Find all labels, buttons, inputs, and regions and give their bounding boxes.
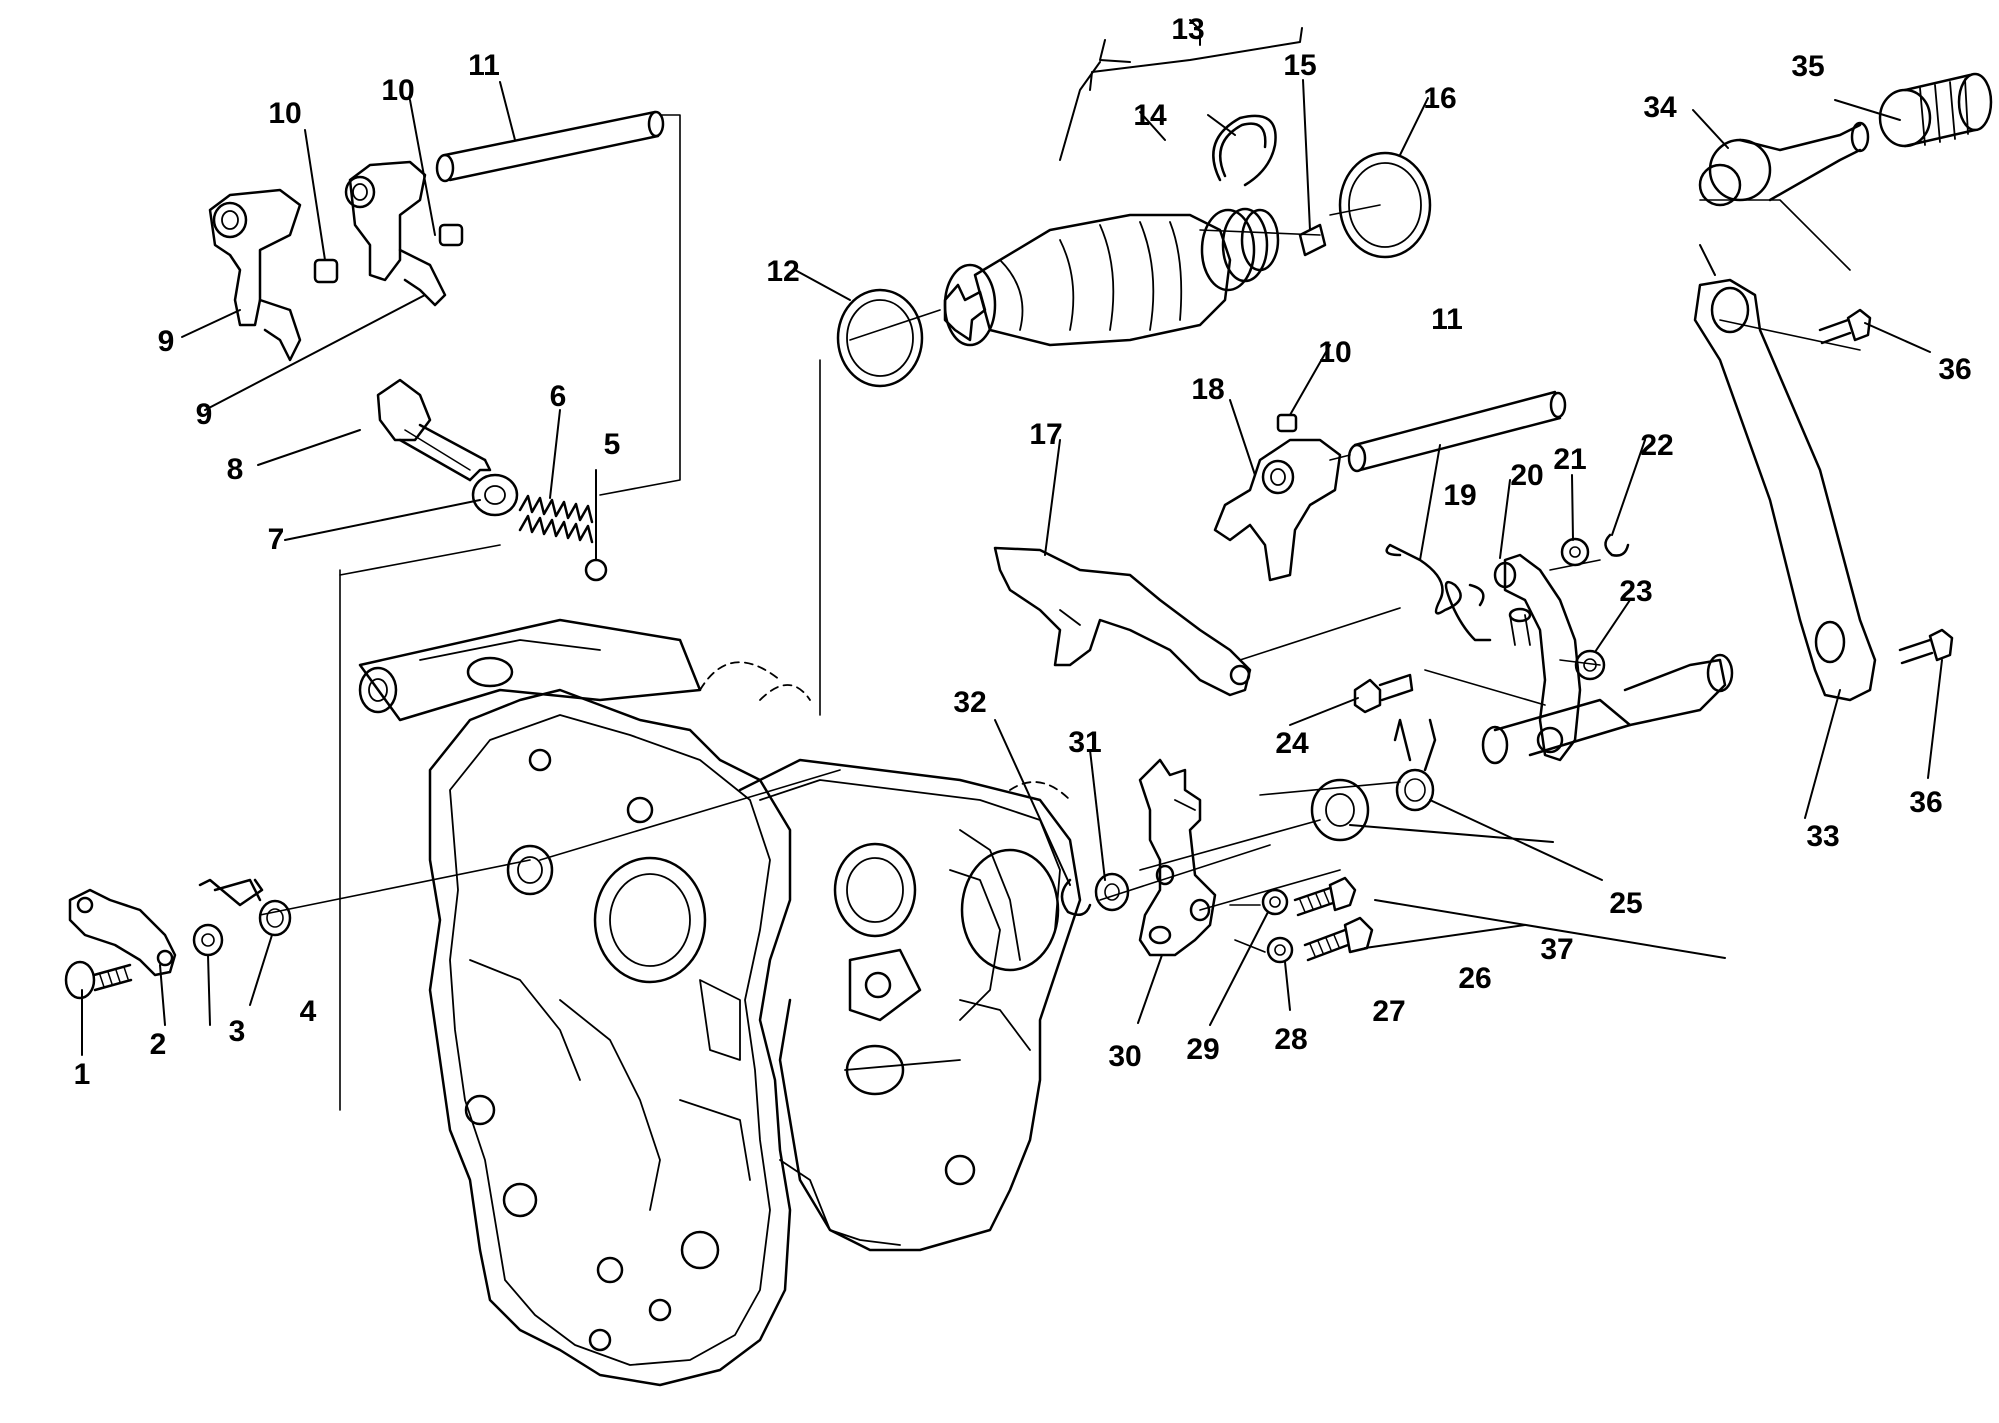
callout-4: 4 bbox=[299, 995, 317, 1028]
callout-20: 20 bbox=[1510, 459, 1544, 492]
detent-plug bbox=[376, 378, 492, 482]
stopper-plate-17 bbox=[993, 546, 1252, 697]
crankcase-left-half bbox=[428, 688, 792, 1387]
callout-11a: 11 bbox=[468, 49, 500, 82]
callout-36b: 36 bbox=[1909, 786, 1943, 819]
shift-lever-33 bbox=[1693, 278, 1877, 702]
callout-18: 18 bbox=[1191, 373, 1225, 406]
shift-drum bbox=[943, 207, 1280, 347]
callout-13: 13 bbox=[1171, 13, 1205, 46]
guide-plate-30 bbox=[1138, 758, 1217, 957]
callout-7: 7 bbox=[267, 523, 285, 556]
detent-spring bbox=[518, 494, 594, 544]
crankcase-top-boss bbox=[358, 618, 702, 722]
callout-3: 3 bbox=[228, 1015, 246, 1048]
callout-34: 34 bbox=[1643, 91, 1677, 124]
callout-12: 12 bbox=[766, 255, 800, 288]
callout-14: 14 bbox=[1133, 99, 1167, 132]
callout-29: 29 bbox=[1186, 1033, 1220, 1066]
callout-22: 22 bbox=[1640, 429, 1674, 462]
phantom-features bbox=[699, 661, 1071, 801]
bolt-26 bbox=[1293, 876, 1357, 917]
shift-pawl-20 bbox=[1493, 553, 1582, 762]
callout-32: 32 bbox=[953, 686, 987, 719]
circlip-32 bbox=[1060, 878, 1092, 917]
washer-31 bbox=[1094, 872, 1130, 912]
fork-rod-right bbox=[1347, 390, 1567, 473]
callout-28: 28 bbox=[1274, 1023, 1308, 1056]
callout-37: 37 bbox=[1540, 933, 1574, 966]
circlip-14 bbox=[1212, 114, 1277, 187]
callout-5: 5 bbox=[603, 428, 621, 461]
detent-ball bbox=[584, 558, 608, 582]
bolt-1 bbox=[64, 960, 133, 1000]
drum-washer-12 bbox=[836, 288, 924, 388]
oil-seal-37 bbox=[1310, 778, 1370, 842]
callout-11b: 11 bbox=[1431, 303, 1463, 336]
washer-21 bbox=[1560, 537, 1590, 567]
shift-fork-left-2 bbox=[344, 160, 464, 307]
callout-9b: 9 bbox=[195, 398, 213, 431]
leader-lines bbox=[81, 19, 1943, 1056]
crankcase-right-half bbox=[738, 758, 1082, 1252]
callout-24: 24 bbox=[1275, 727, 1309, 760]
callout-2: 2 bbox=[149, 1028, 167, 1061]
callout-35: 35 bbox=[1791, 50, 1825, 83]
callout-23: 23 bbox=[1619, 575, 1653, 608]
callout-25: 25 bbox=[1609, 887, 1643, 920]
rubber-35 bbox=[1878, 72, 1993, 148]
callout-36a: 36 bbox=[1938, 353, 1972, 386]
callout-1: 1 bbox=[73, 1058, 91, 1091]
spring-4 bbox=[198, 878, 292, 937]
drum-washer-16 bbox=[1338, 151, 1432, 259]
callout-16: 16 bbox=[1423, 82, 1457, 115]
gearshift-shaft bbox=[1481, 653, 1734, 765]
callout-10c: 10 bbox=[1318, 336, 1352, 369]
plate-2 bbox=[68, 888, 177, 977]
callout-33: 33 bbox=[1806, 820, 1840, 853]
callout-30: 30 bbox=[1108, 1040, 1142, 1073]
callout-15: 15 bbox=[1283, 49, 1317, 82]
callout-17: 17 bbox=[1029, 418, 1063, 451]
return-spring-19 bbox=[1385, 543, 1492, 642]
callout-10a: 10 bbox=[268, 97, 302, 130]
callout-8: 8 bbox=[226, 453, 244, 486]
bolt-27 bbox=[1303, 916, 1374, 962]
torsion-spring-25 bbox=[1393, 718, 1437, 812]
callout-6: 6 bbox=[549, 380, 567, 413]
bracket-13 bbox=[1089, 27, 1303, 91]
washer-3 bbox=[192, 923, 224, 957]
callout-9a: 9 bbox=[157, 325, 175, 358]
callout-31: 31 bbox=[1068, 726, 1102, 759]
washer-29 bbox=[1261, 888, 1289, 916]
pin-34 bbox=[1698, 121, 1870, 207]
shift-fork-right bbox=[1213, 413, 1342, 582]
bolt-36-bottom bbox=[1898, 628, 1954, 665]
callout-21: 21 bbox=[1553, 443, 1587, 476]
circlip-22 bbox=[1604, 533, 1630, 557]
pin-15 bbox=[1298, 223, 1327, 257]
callout-10b: 10 bbox=[381, 74, 415, 107]
shift-fork-left-1 bbox=[208, 188, 339, 362]
callout-26: 26 bbox=[1458, 962, 1492, 995]
detent-washer bbox=[471, 473, 519, 517]
washer-28 bbox=[1266, 936, 1294, 964]
callout-27: 27 bbox=[1372, 995, 1406, 1028]
fork-rod-left bbox=[435, 110, 665, 183]
callout-19: 19 bbox=[1443, 479, 1477, 512]
bolt-36-top bbox=[1818, 308, 1872, 345]
stud-24 bbox=[1353, 673, 1414, 714]
assembly-lines bbox=[259, 114, 1861, 1111]
